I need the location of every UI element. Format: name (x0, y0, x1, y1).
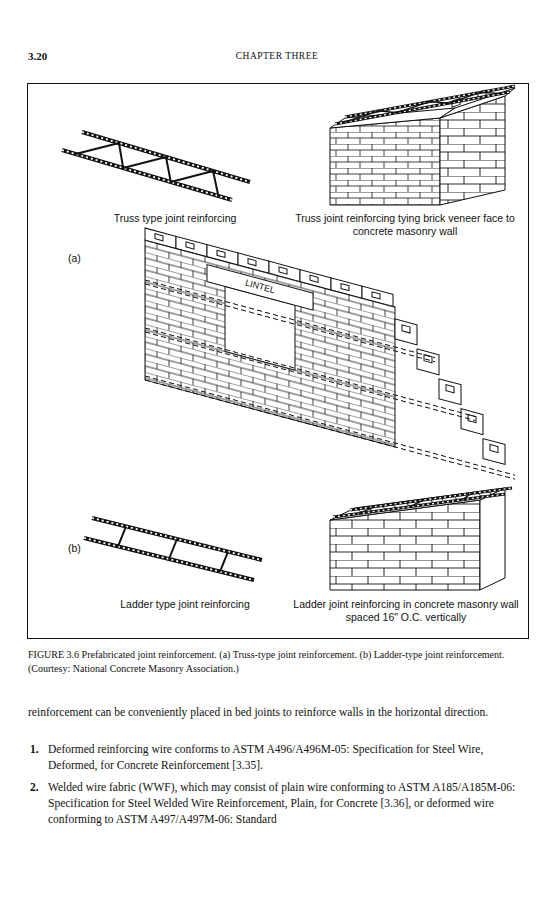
wire-rod (92, 518, 262, 560)
cmu-block (483, 439, 505, 465)
body-text: Welded wire fabric (WWF), which may cons… (48, 780, 528, 828)
cmu-block (176, 236, 207, 256)
block-core (310, 275, 318, 282)
joint-wire (145, 376, 515, 475)
veneer-wall-drawing (330, 88, 515, 205)
page-number: 3.20 (28, 50, 47, 62)
cmu-block (439, 379, 461, 405)
part-letter: (b) (68, 542, 81, 555)
wire-deformation (84, 538, 254, 580)
truss-diagonal (344, 92, 502, 122)
body-text: Deformed reinforcing wire conforms to AS… (48, 742, 528, 774)
block-core (155, 234, 163, 241)
wire-rod (84, 538, 254, 580)
block-core (279, 267, 287, 274)
wall-drawing (145, 228, 515, 479)
block-core (372, 292, 380, 299)
block-core (402, 325, 410, 333)
truss-diagonal (76, 143, 219, 196)
wire-deformation (335, 92, 510, 124)
figure-caption: FIGURE 3.6 Prefabricated joint reinforce… (28, 648, 528, 675)
cmu-block (395, 319, 417, 345)
joint-wire (145, 380, 515, 479)
block-core (186, 242, 194, 249)
joint-wire (145, 280, 435, 358)
figure-label: Ladder type joint reinforcing (90, 598, 280, 611)
truss-wire (335, 86, 515, 124)
wire-deformation (62, 150, 232, 200)
figure-label: Truss joint reinforcing tying brick vene… (285, 212, 525, 238)
cmu-block (238, 253, 269, 273)
ladder-rung (410, 500, 423, 507)
block-core (341, 284, 349, 291)
list-number: 1. (30, 742, 39, 758)
figure-label: Ladder joint reinforcing in concrete mas… (288, 598, 524, 624)
figure-frame (28, 84, 529, 639)
cmu-block (207, 245, 238, 265)
cmu-block (331, 278, 362, 298)
wire-rod (62, 150, 232, 200)
ladder-rung (169, 539, 177, 559)
ladder-wire (333, 488, 512, 517)
cmu-block (362, 286, 393, 306)
ladder-rung (220, 552, 228, 572)
wire-rod (335, 92, 510, 124)
truss-wire (62, 132, 250, 200)
ladder-rung (359, 507, 375, 514)
cmu-block (300, 270, 331, 290)
cmu-block (145, 228, 176, 248)
part-letter: (a) (68, 252, 81, 265)
block-core (446, 385, 454, 393)
body-text: reinforcement can be conveniently placed… (28, 705, 528, 721)
joint-wire (145, 328, 475, 416)
ladder-rung (118, 526, 126, 546)
block-core (217, 250, 225, 257)
running-head: CHAPTER THREE (177, 51, 377, 61)
joint-wire (145, 284, 435, 362)
block-core (248, 259, 256, 266)
cmu-block (417, 349, 439, 375)
wire-deformation (92, 518, 262, 560)
wire-rod (333, 494, 505, 517)
figure-label: Truss type joint reinforcing (90, 212, 260, 225)
wire-deformation (333, 494, 505, 517)
joint-wire (145, 332, 475, 420)
ladder-rung (462, 494, 472, 500)
cmu-wall-drawing (330, 488, 505, 590)
list-number: 2. (30, 780, 39, 796)
ladder-wire (84, 518, 262, 580)
block-core (490, 444, 498, 452)
cmu-block (461, 409, 483, 435)
cmu-block (269, 261, 300, 281)
